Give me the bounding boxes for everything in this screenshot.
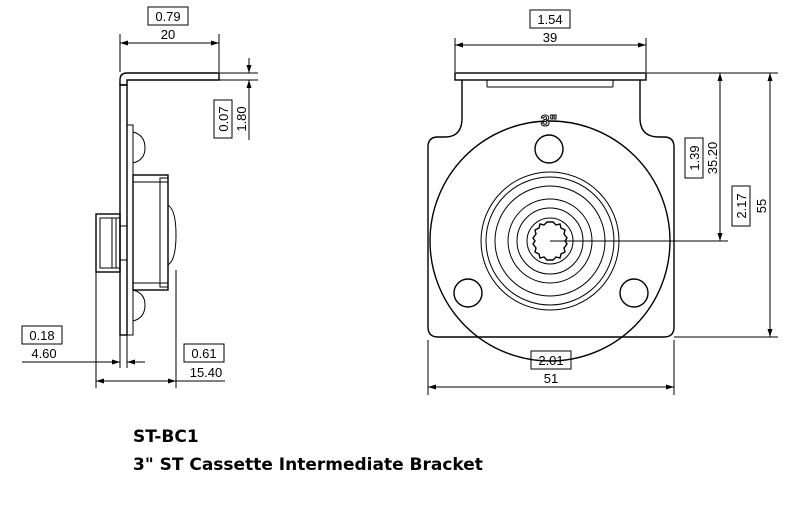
side-plate-thickness-mm: 4.60: [31, 346, 56, 361]
front-overall-width-mm: 51: [544, 371, 558, 386]
front-overall-width-in: 2.01: [538, 353, 563, 368]
side-plate: [119, 84, 128, 336]
front-center-height-mm: 35.20: [705, 142, 720, 175]
side-top-width-in: 0.79: [155, 9, 180, 24]
front-size-marking: 3": [541, 113, 557, 130]
front-bottom-to-center-in: 2.17: [734, 193, 749, 218]
front-view: 3" 1.54 39 1.39 35.20 2.17 55 2.01: [427, 9, 778, 395]
side-view: 0.79 20 0.07 1.80 0.18 4.60 0.61 15.40: [21, 6, 258, 388]
front-top-width-in: 1.54: [537, 12, 562, 27]
front-hole-top: [534, 134, 564, 164]
part-description: 3" ST Cassette Intermediate Bracket: [133, 455, 483, 475]
front-center-height-in: 1.39: [687, 145, 702, 170]
front-overall-height-mm: 55: [754, 199, 769, 213]
front-hole-right: [619, 278, 649, 308]
side-depth-mm: 15.40: [190, 365, 223, 380]
front-hole-left: [453, 278, 483, 308]
front-flange: [454, 72, 647, 81]
side-flange-thickness-in: 0.07: [216, 106, 231, 131]
front-plate: [427, 80, 675, 338]
side-flange-thickness-mm: 1.80: [234, 106, 249, 131]
front-splined-shaft: [532, 221, 568, 261]
side-top-width-mm: 20: [161, 27, 175, 42]
side-plate-thickness-in: 0.18: [29, 328, 54, 343]
side-depth-in: 0.61: [191, 346, 216, 361]
front-top-width-mm: 39: [543, 30, 557, 45]
side-housing: [132, 174, 169, 291]
part-number: ST-BC1: [133, 427, 199, 447]
side-flange: [119, 72, 220, 86]
